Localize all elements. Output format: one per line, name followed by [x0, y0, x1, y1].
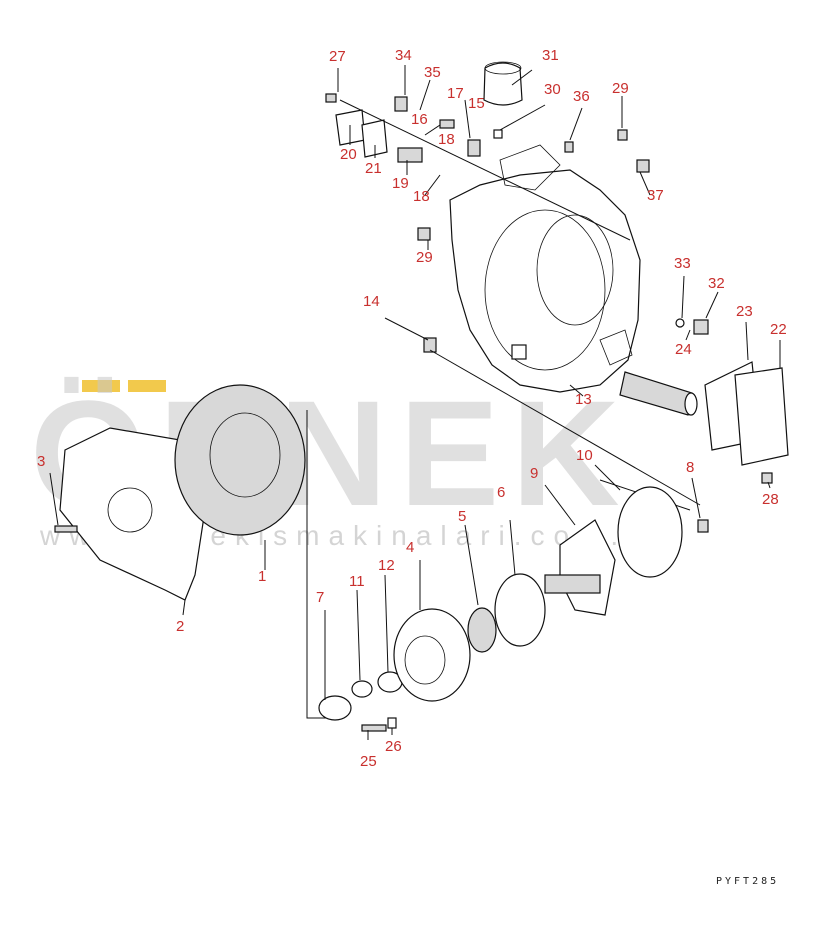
converter-assembly: [54, 384, 306, 601]
callout-28: 28: [762, 491, 779, 508]
callout-23: 23: [736, 303, 753, 320]
callout-32: 32: [708, 275, 725, 292]
strainer-tube: [619, 371, 693, 416]
watermark-accent-right: [128, 380, 166, 392]
housing-top-boss: [499, 144, 561, 191]
callout-24: 24: [675, 341, 692, 358]
spring-19: [397, 147, 423, 163]
housing-side-port: [599, 329, 633, 366]
callout-6: 6: [497, 484, 505, 501]
plate-21: [361, 119, 388, 158]
callout-35: 35: [424, 64, 441, 81]
callout-1: 1: [258, 568, 266, 585]
stator-shaft: [544, 574, 601, 594]
bolt-27: [325, 93, 337, 103]
callout-20: 20: [340, 146, 357, 163]
housing-inner-bore: [536, 214, 614, 326]
breather-37: [636, 159, 650, 173]
callout-12: 12: [378, 557, 395, 574]
drive-plate-hub: [107, 487, 153, 533]
callout-7: 7: [316, 589, 324, 606]
callout-2: 2: [176, 618, 184, 635]
callout-34: 34: [395, 47, 412, 64]
bolt-28: [761, 472, 773, 484]
callout-26: 26: [385, 738, 402, 755]
ring-11: [351, 680, 373, 698]
filter-cap: [483, 62, 523, 106]
filter-cap-top: [484, 61, 522, 75]
ring-gear-6: [494, 573, 546, 647]
callout-22: 22: [770, 321, 787, 338]
seal-7: [318, 695, 352, 721]
bolt-8: [697, 519, 709, 533]
callout-27: 27: [329, 48, 346, 65]
callout-25: 25: [360, 753, 377, 770]
washer-26: [387, 717, 397, 729]
clip-30: [493, 129, 503, 139]
pump-body-4: [393, 608, 471, 702]
callout-29-upper: 29: [612, 80, 629, 97]
callout-5: 5: [458, 508, 466, 525]
callout-37: 37: [647, 187, 664, 204]
callout-21: 21: [365, 160, 382, 177]
gear-5: [467, 607, 497, 653]
callout-29-lower: 29: [416, 249, 433, 266]
callout-30: 30: [544, 81, 561, 98]
plug-29-lower: [417, 227, 431, 241]
strainer-tube-end: [684, 392, 698, 416]
callout-15: 15: [468, 95, 485, 112]
leader-lines: [49, 65, 781, 740]
callout-17: 17: [447, 85, 464, 102]
drawing-reference-code: PYFT285: [716, 876, 779, 887]
pump-body-bore: [404, 635, 446, 685]
axis-line-upper: [339, 99, 631, 241]
spring-17: [439, 119, 455, 129]
gasket-22: [734, 367, 789, 466]
sensor-32: [693, 319, 709, 335]
housing-bore: [484, 209, 606, 371]
callout-10: 10: [576, 447, 593, 464]
callout-14: 14: [363, 293, 380, 310]
plug-34: [394, 96, 408, 112]
callout-31: 31: [542, 47, 559, 64]
callout-13: 13: [575, 391, 592, 408]
torque-converter-1: [174, 384, 306, 536]
callout-36: 36: [573, 88, 590, 105]
callout-18-upper: 18: [438, 131, 455, 148]
axis-line-diagonal: [429, 349, 701, 506]
oring-33: [675, 318, 685, 328]
callout-8: 8: [686, 459, 694, 476]
plug-14: [423, 337, 437, 353]
callout-3: 3: [37, 453, 45, 470]
callout-33: 33: [674, 255, 691, 272]
plug-29: [617, 129, 628, 141]
seal-ring-10: [617, 486, 683, 578]
callout-16: 16: [411, 111, 428, 128]
pump-assembly: [306, 410, 709, 732]
bolt-25: [361, 724, 387, 732]
callout-9: 9: [530, 465, 538, 482]
transmission-housing: [449, 169, 641, 393]
callout-19: 19: [392, 175, 409, 192]
housing-lug: [511, 344, 527, 360]
torque-converter-inner: [209, 412, 281, 498]
drive-plate-2: [59, 427, 206, 601]
bolt-3: [54, 525, 78, 533]
callout-18-lower: 18: [413, 188, 430, 205]
plug-15: [467, 139, 481, 157]
callout-labels: 1 2 3 4 5 6 7 8 9 10 11 12 13 14 15 16 1…: [37, 47, 787, 770]
callout-11: 11: [349, 573, 365, 590]
callout-4: 4: [406, 539, 414, 556]
pin-36: [564, 141, 574, 153]
watermark-accent-left: [82, 380, 120, 392]
